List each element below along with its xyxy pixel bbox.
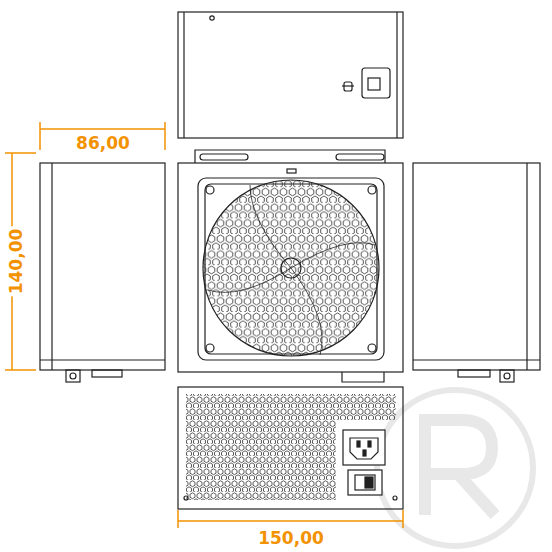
dimension-label: 140,00 <box>9 226 26 296</box>
dimension-label: 86,00 <box>74 135 132 152</box>
dimension-label: 150,00 <box>256 530 326 547</box>
